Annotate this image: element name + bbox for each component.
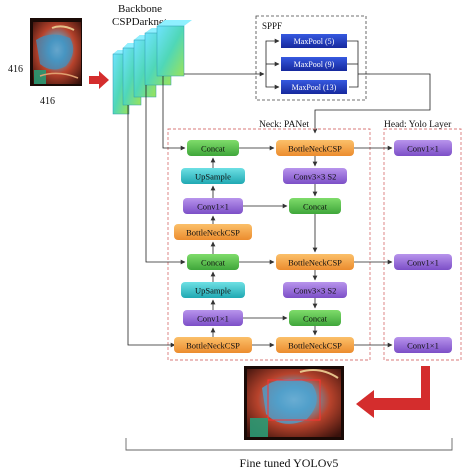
concat-2-label: Concat <box>303 202 328 212</box>
neck-title: Neck: PANet <box>259 120 309 130</box>
bottleneck-5-block <box>276 337 354 353</box>
bottleneck-2-label: BottleNeckCSP <box>186 228 240 238</box>
head-box <box>383 128 462 361</box>
neck-to-head-connectors <box>354 145 393 348</box>
sppf-box <box>255 15 367 101</box>
backbone-blocks <box>112 20 192 115</box>
output-image <box>244 366 344 440</box>
backbone-taps <box>127 76 186 348</box>
head-conv1x1-2-label: Conv1×1 <box>407 258 439 268</box>
maxpool-5-block <box>281 34 347 48</box>
input-image <box>30 18 82 86</box>
input-arrow <box>89 71 109 89</box>
backbone-subtitle: CSPDarknet <box>112 16 167 28</box>
upsample-1-block <box>181 168 245 184</box>
conv1x1-1-block <box>183 198 243 214</box>
bottleneck-3-block <box>276 254 354 270</box>
head-conv1x1-1-block <box>394 140 452 156</box>
conv3x3-2-label: Conv3×3 S2 <box>294 286 337 296</box>
head-title: Head: Yolo Layer <box>384 120 452 130</box>
input-width-label: 416 <box>40 96 55 107</box>
bottleneck-1-label: BottleNeckCSP <box>288 144 342 154</box>
sppf-to-neck-line <box>312 73 431 134</box>
backbone-title: Backbone <box>118 3 162 15</box>
bottleneck-5-label: BottleNeckCSP <box>288 341 342 351</box>
bottleneck-3-label: BottleNeckCSP <box>288 258 342 268</box>
sppf-connectors <box>265 38 370 90</box>
footer-label: Fine tuned YOLOv5 <box>240 456 339 470</box>
footer-bracket <box>125 438 453 451</box>
output-arrow <box>356 366 430 418</box>
upsample-2-block <box>181 282 245 298</box>
conv1x1-2-block <box>183 310 243 326</box>
input-height-label: 416 <box>8 64 23 75</box>
bottleneck-2-block <box>174 224 252 240</box>
maxpool-5-label: MaxPool (5) <box>294 37 335 46</box>
concat-2-block <box>289 198 341 214</box>
head-conv1x1-3-block <box>394 337 452 353</box>
maxpool-9-block <box>281 57 347 71</box>
concat-1-label: Concat <box>201 144 226 154</box>
conv3x3-2-block <box>283 282 347 298</box>
maxpool-13-block <box>281 80 347 94</box>
neck-box <box>167 128 371 361</box>
bottleneck-1-block <box>276 140 354 156</box>
conv1x1-1-label: Conv1×1 <box>197 202 229 212</box>
conv3x3-1-label: Conv3×3 S2 <box>294 172 337 182</box>
upsample-1-label: UpSample <box>195 172 231 182</box>
neck-connectors <box>210 145 318 348</box>
bottleneck-4-label: BottleNeckCSP <box>186 341 240 351</box>
conv1x1-2-label: Conv1×1 <box>197 314 229 324</box>
head-conv1x1-3-label: Conv1×1 <box>407 341 439 351</box>
maxpool-9-label: MaxPool (9) <box>294 60 335 69</box>
concat-4-block <box>289 310 341 326</box>
concat-3-block <box>187 254 239 270</box>
concat-3-label: Concat <box>201 258 226 268</box>
sppf-title: SPPF <box>262 21 282 31</box>
bottleneck-4-block <box>174 337 252 353</box>
head-conv1x1-2-block <box>394 254 452 270</box>
head-conv1x1-1-label: Conv1×1 <box>407 144 439 154</box>
concat-4-label: Concat <box>303 314 328 324</box>
concat-1-block <box>187 140 239 156</box>
upsample-2-label: UpSample <box>195 286 231 296</box>
conv3x3-1-block <box>283 168 347 184</box>
maxpool-13-label: MaxPool (13) <box>292 83 337 92</box>
